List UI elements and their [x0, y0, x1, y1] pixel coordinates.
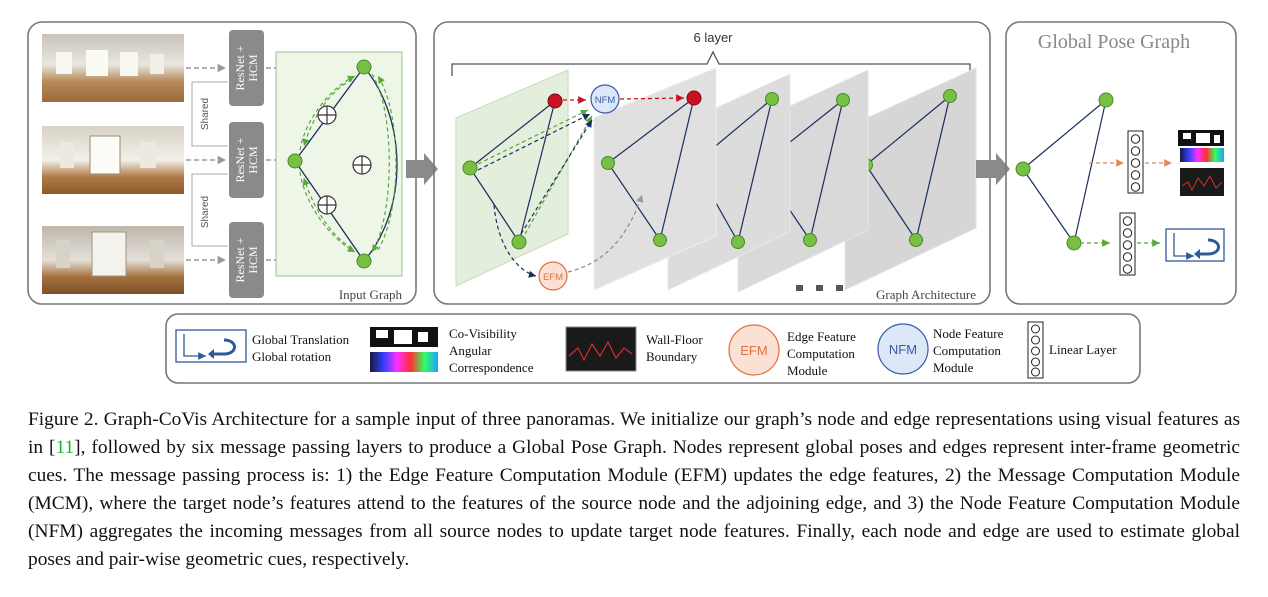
backbone-block-2: ResNet + HCM: [229, 122, 264, 198]
backbone-block-3: ResNet + HCM: [229, 222, 264, 298]
pose-output-icon: [1165, 228, 1225, 262]
legend-efm-icon-label: EFM: [740, 343, 767, 358]
legend-nfm-line1: Node Feature: [933, 326, 1004, 341]
layer-plane-6: [844, 67, 977, 291]
covisibility-output-icon: [1178, 130, 1224, 196]
legend-nfm-icon-label: NFM: [889, 342, 917, 357]
oplus-symbol-1: [317, 105, 337, 125]
legend-efm-icon: EFM: [728, 324, 780, 376]
caption-text-prefix: Figure 2. Graph-CoVis Architecture for a…: [28, 409, 1240, 458]
legend-wallfloor-line1: Wall-Floor: [646, 332, 703, 347]
panorama-thumbnail-1: [42, 34, 184, 102]
legend-translation-label: Global Translation: [252, 332, 350, 347]
oplus-symbol-2: [317, 195, 337, 215]
backbone-label-line1: ResNet +: [233, 45, 247, 90]
linear-layer-icon: [1127, 130, 1144, 194]
panorama-thumbnail-2: [42, 126, 184, 194]
more-layers-ellipsis: [796, 285, 843, 291]
legend-covisibility-icon: [370, 327, 438, 372]
legend-translation-rotation-icon: [175, 329, 247, 363]
legend-nfm-line2: Computation: [933, 343, 1001, 358]
legend-linear-layer-icon: [1027, 321, 1044, 379]
nfm-icon-label: NFM: [595, 95, 616, 106]
layer-count-label: 6 layer: [693, 30, 733, 45]
legend-nfm-icon: NFM: [877, 323, 929, 375]
figure-caption: Figure 2. Graph-CoVis Architecture for a…: [28, 406, 1240, 574]
backbone-label-line2: HCM: [246, 54, 260, 82]
legend-efm-line3: Module: [787, 363, 828, 378]
pose-graph-node: [1015, 161, 1031, 177]
layer-plane-1: [455, 69, 593, 287]
linear-layer-icon-2: [1119, 212, 1136, 276]
pose-graph-node: [1098, 92, 1114, 108]
shared-label-bottom: Shared: [200, 196, 211, 228]
panorama-thumbnail-3: [42, 226, 184, 294]
layer-plane-3: [593, 67, 717, 291]
legend-linear-layer-label: Linear Layer: [1049, 342, 1117, 357]
flow-arrow-1: [406, 153, 438, 185]
input-graph-node: [356, 253, 372, 269]
legend-covis-line2: Angular: [449, 343, 492, 358]
legend-rotation-label: Global rotation: [252, 349, 332, 364]
input-graph-panel-label: Input Graph: [339, 287, 403, 302]
legend-efm-line2: Computation: [787, 346, 855, 361]
graph-architecture-panel-label: Graph Architecture: [876, 287, 976, 302]
caption-text-suffix: ], followed by six message passing layer…: [28, 437, 1240, 570]
backbone-label-line2: HCM: [246, 246, 260, 274]
oplus-symbol-3: [352, 155, 372, 175]
architecture-figure: Shared Shared ResNet + HCM ResNet + HCM …: [27, 21, 1237, 384]
legend-nfm-line3: Module: [933, 360, 974, 375]
input-graph-message-arrows: [299, 73, 397, 253]
caption-citation-link[interactable]: 11: [55, 437, 75, 458]
shared-label-top: Shared: [200, 98, 211, 130]
pose-graph-node: [1066, 235, 1082, 251]
backbone-label-line1: ResNet +: [233, 137, 247, 182]
backbone-label-line2: HCM: [246, 146, 260, 174]
layer-count-brace: [451, 50, 971, 76]
global-pose-graph-title: Global Pose Graph: [1038, 31, 1190, 53]
legend-wallfloor-line2: Boundary: [646, 349, 698, 364]
efm-icon-label: EFM: [543, 272, 563, 283]
legend-efm-line1: Edge Feature: [787, 329, 856, 344]
legend-covis-line3: Correspondence: [449, 360, 534, 375]
input-graph-node: [356, 59, 372, 75]
backbone-block-1: ResNet + HCM: [229, 30, 264, 106]
updated-node: [686, 90, 702, 106]
backbone-label-line1: ResNet +: [233, 237, 247, 282]
global-pose-graph-panel: [1005, 21, 1237, 305]
legend-covis-line1: Co-Visibility: [449, 326, 517, 341]
legend-wall-floor-icon: [565, 326, 637, 372]
input-graph-node: [287, 153, 303, 169]
efm-icon: EFM: [538, 261, 568, 291]
pose-graph-edges: [1022, 99, 1107, 244]
flow-arrow-2: [976, 153, 1010, 185]
nfm-icon: NFM: [590, 84, 620, 114]
legend-panel: [165, 313, 1141, 384]
